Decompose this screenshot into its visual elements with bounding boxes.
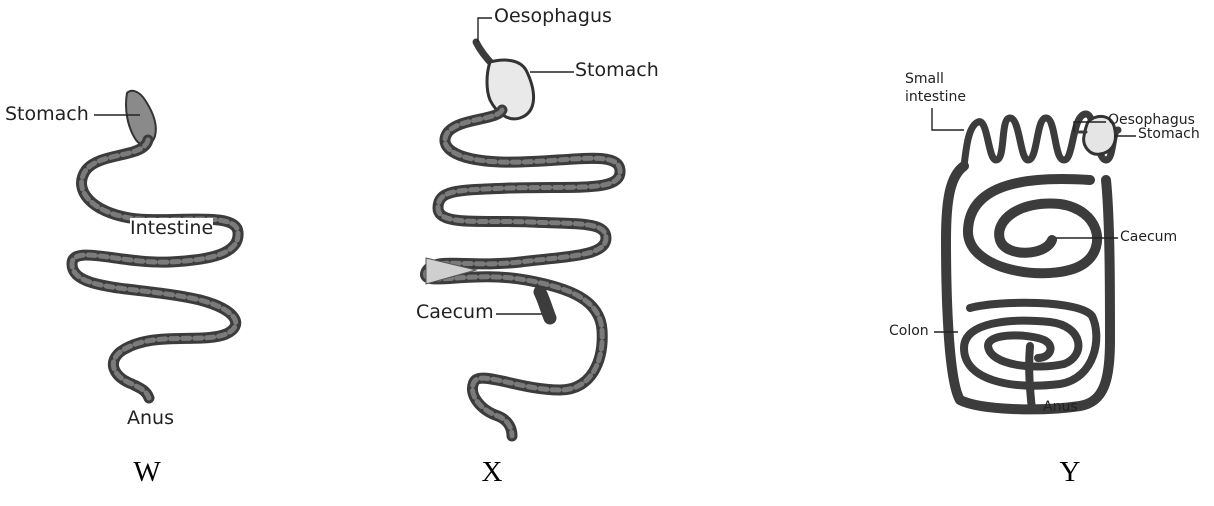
label-caecum-x: Caecum [416, 302, 494, 323]
gut-drawing-w [0, 0, 330, 506]
label-intestine-w: Intestine [130, 218, 213, 239]
diagram-y: Small intestine Oesophagus Stomach Caecu… [860, 0, 1214, 506]
label-anus-w: Anus [127, 408, 174, 429]
label-stomach-y: Stomach [1138, 127, 1200, 142]
label-small-intestine-line1-y: Small [905, 72, 944, 87]
label-colon-y: Colon [889, 324, 929, 339]
label-oesophagus-x: Oesophagus [494, 6, 612, 27]
label-anus-y: Anus [1043, 400, 1078, 415]
caecum-spiral-y [968, 179, 1097, 273]
label-stomach-x: Stomach [575, 60, 659, 81]
intestine-w [72, 140, 238, 398]
label-stomach-w: Stomach [5, 104, 89, 125]
diagram-w: Stomach Intestine Anus W [0, 0, 330, 506]
diagram-x: Oesophagus Stomach Caecum X [330, 0, 700, 506]
caption-w: W [127, 456, 167, 489]
anus-tube-y [1029, 346, 1032, 410]
label-caecum-y: Caecum [1120, 230, 1177, 245]
label-small-intestine-line2-y: intestine [905, 90, 966, 105]
caption-x: X [472, 456, 512, 489]
caption-y: Y [1050, 456, 1090, 489]
